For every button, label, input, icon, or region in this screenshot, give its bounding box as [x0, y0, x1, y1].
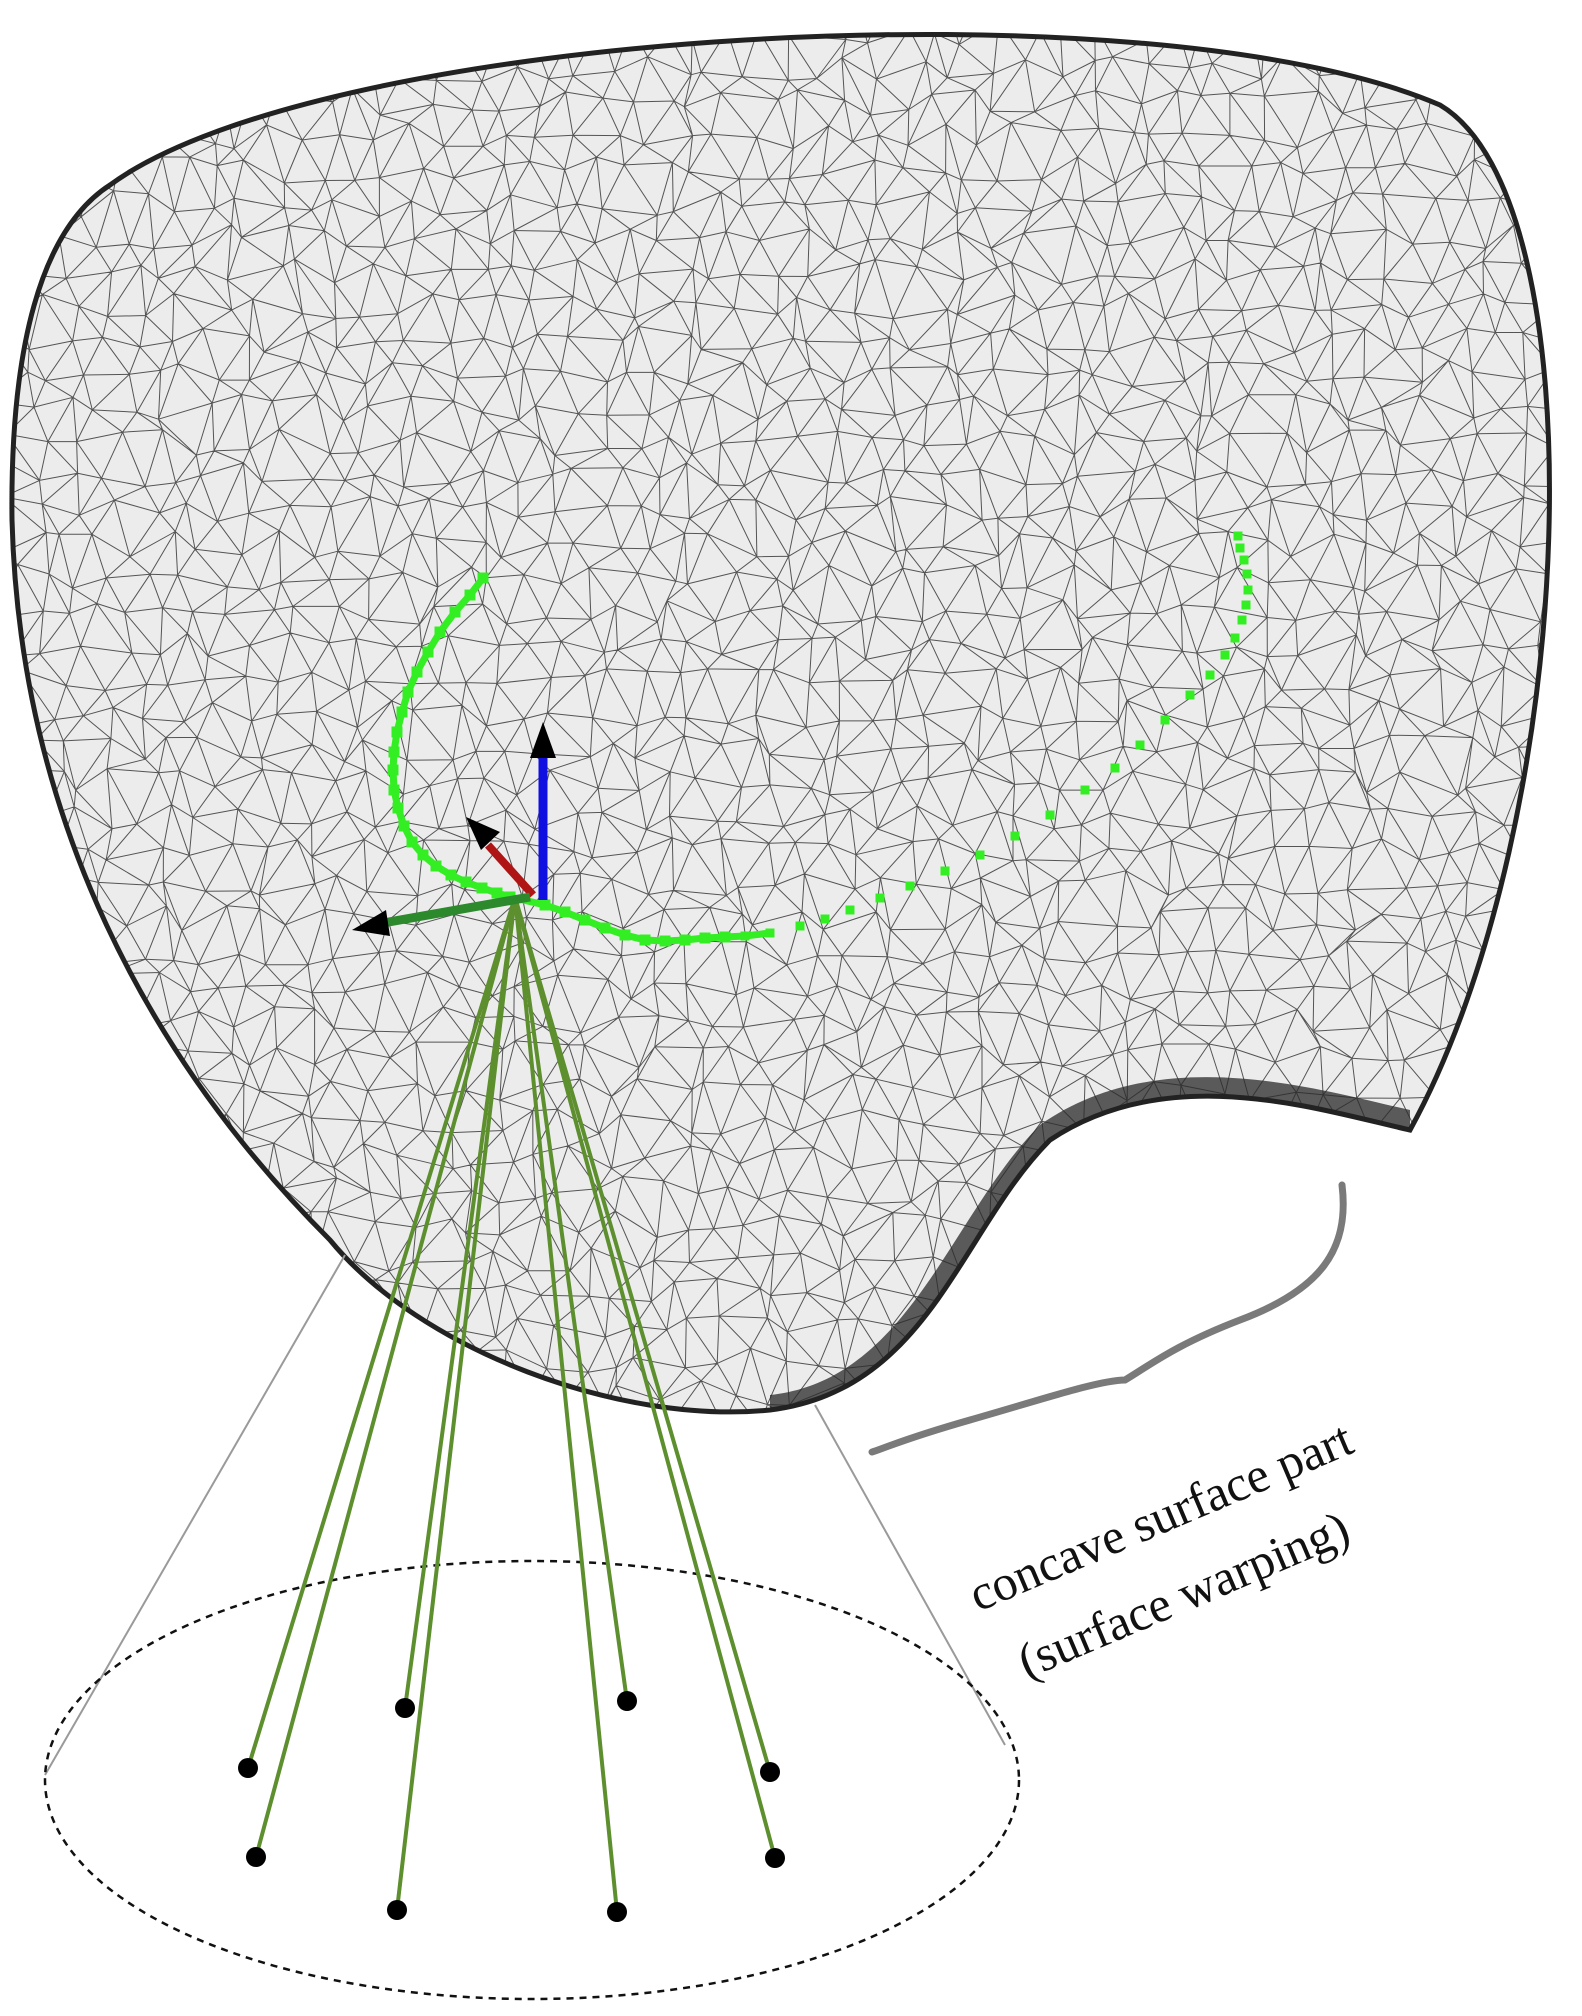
- curve-sample-54: [1243, 585, 1253, 595]
- curve-sample-20: [476, 882, 488, 894]
- curve-dense-segment: [389, 575, 771, 945]
- curve-sample-21: [491, 887, 503, 899]
- curve-sample-6: [411, 666, 423, 678]
- camera-point-1: [238, 1758, 258, 1778]
- curve-sample-15: [406, 836, 418, 848]
- curve-sample-8: [396, 706, 408, 718]
- camera-ray-8: [513, 896, 777, 1859]
- camera-ray-7: [513, 896, 772, 1773]
- curve-sample-52: [1237, 615, 1247, 625]
- camera-ray-4: [395, 896, 517, 1911]
- camera-point-2: [246, 1847, 266, 1867]
- curve-sample-56: [1239, 555, 1249, 565]
- curve-sample-53: [1241, 600, 1251, 610]
- axis-side-arrowhead: [352, 910, 390, 936]
- curve-sample-30: [679, 934, 691, 946]
- curve-sample-5: [422, 646, 434, 658]
- curve-sample-25: [579, 914, 591, 926]
- curve-sample-2: [464, 589, 476, 601]
- mesh-outline: [9, 31, 1552, 1415]
- curve-sample-35: [795, 921, 805, 931]
- curve-sample-32: [719, 931, 731, 943]
- curve-sample-1: [477, 572, 489, 584]
- axis-depth: [485, 842, 536, 898]
- curve-sample-34: [765, 928, 775, 938]
- curve-sample-40: [940, 866, 950, 876]
- cone-line-left: [44, 1254, 346, 1776]
- camera-point-4: [387, 1900, 407, 1920]
- curve-sample-12: [388, 784, 400, 796]
- curve-sample-4: [434, 626, 446, 638]
- curve-sample-24: [559, 906, 571, 918]
- mesh-surface: [9, 31, 1552, 1415]
- concave-dense-band: [770, 1077, 1410, 1410]
- mesh-surface-fill: [11, 34, 1550, 1412]
- curve-sample-47: [1160, 715, 1170, 725]
- curve-sample-57: [1235, 543, 1245, 553]
- curve-sample-13: [392, 802, 404, 814]
- curve-sample-29: [659, 935, 671, 947]
- curve-sample-42: [1010, 831, 1020, 841]
- curve-sample-46: [1135, 740, 1145, 750]
- curve-sample-11: [387, 764, 399, 776]
- axis-up-arrowhead: [530, 722, 556, 758]
- curve-sample-38: [875, 893, 885, 903]
- curve-sample-44: [1080, 785, 1090, 795]
- camera-ray-3: [403, 896, 517, 1709]
- camera-ray-5: [513, 896, 629, 1702]
- camera-point-7: [760, 1762, 780, 1782]
- curve-sample-43: [1045, 810, 1055, 820]
- camera-ray-bundle: [246, 896, 777, 1913]
- camera-point-6: [607, 1902, 627, 1922]
- camera-point-8: [765, 1848, 785, 1868]
- curve-sample-39: [905, 881, 915, 891]
- coordinate-frame-icon: [352, 722, 556, 936]
- curve-sample-14: [398, 820, 410, 832]
- curve-sample-45: [1110, 763, 1120, 773]
- curve-sample-49: [1205, 670, 1215, 680]
- curve-sample-28: [639, 934, 651, 946]
- curve-sample-26: [599, 922, 611, 934]
- curve-sample-41: [975, 850, 985, 860]
- curve-sample-51: [1230, 633, 1240, 643]
- camera-points: [238, 1691, 785, 1922]
- curve-sample-7: [402, 686, 414, 698]
- curve-sample-31: [699, 932, 711, 944]
- camera-ray-1: [246, 896, 517, 1769]
- curly-brace-icon: [868, 1181, 1347, 1456]
- camera-ray-2: [254, 896, 517, 1858]
- curve-sample-58: [1233, 531, 1243, 541]
- curve-sample-55: [1242, 569, 1252, 579]
- curve-sample-33: [740, 931, 750, 941]
- curve-sample-3: [449, 606, 461, 618]
- axis-depth-arrowhead: [466, 817, 500, 850]
- axis-side: [382, 892, 531, 928]
- curve-sample-50: [1220, 650, 1230, 660]
- curve-sample-9: [391, 726, 403, 738]
- cone-line-right: [814, 1404, 1006, 1746]
- camera-ray-6: [513, 896, 619, 1913]
- curve-sample-16: [417, 849, 429, 861]
- curve-sample-19: [460, 876, 472, 888]
- camera-point-5: [617, 1691, 637, 1711]
- curve-sample-18: [445, 869, 457, 881]
- curve-sample-27: [619, 929, 631, 941]
- curve-sample-36: [820, 914, 830, 924]
- curve-sample-17: [430, 860, 442, 872]
- curve-sample-48: [1185, 690, 1195, 700]
- curve-sample-23: [539, 899, 551, 911]
- curve-sample-37: [845, 905, 855, 915]
- surface-curve: [387, 531, 1253, 947]
- curve-sample-10: [388, 746, 400, 758]
- image-plane-ellipse: [43, 1559, 1021, 2001]
- camera-point-3: [395, 1698, 415, 1718]
